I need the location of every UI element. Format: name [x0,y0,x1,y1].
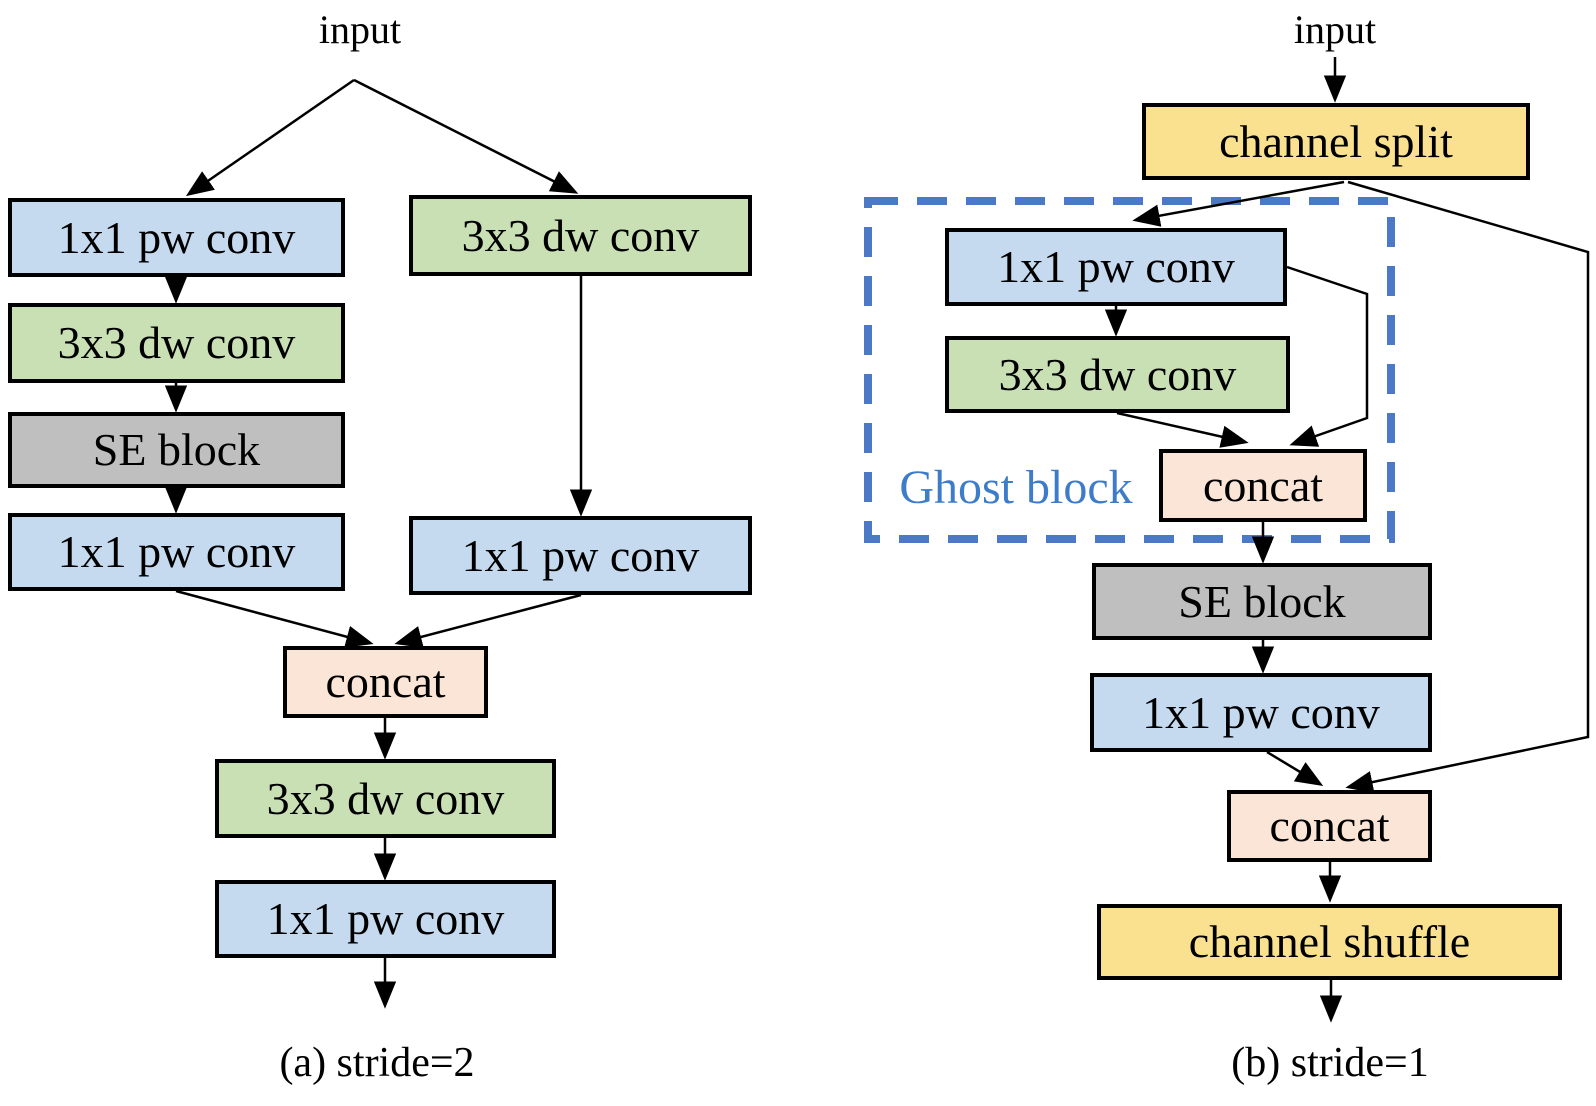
edge-b-ghostpw-skip-ghostconcat [1286,265,1369,447]
ghost-block-label: Ghost block [899,461,1133,514]
panel-b-node-concat: concat [1227,790,1432,862]
panel-a-node-dw-conv-1: 3x3 dw conv [8,303,345,383]
edge-b-split-ghostpw [1132,180,1345,227]
panel-b-node-channel-shuffle: channel shuffle [1097,904,1562,980]
panel-b-input-label: input [1293,7,1377,52]
edge-a-pw2-concat [175,589,374,648]
panel-a-node-pw-conv-2: 1x1 pw conv [8,513,345,591]
panel-b-node-channel-split: channel split [1142,103,1530,180]
edge-a-input-left [185,78,355,197]
panel-a-node-pw-conv-3: 1x1 pw conv [409,516,752,595]
edge-a-input-right [353,78,579,194]
panel-b-caption: (b) stride=1 [1231,1040,1429,1086]
panel-b-node-ghost-concat: concat [1159,449,1367,522]
panel-b-node-ghost-pw-conv: 1x1 pw conv [945,228,1287,306]
panel-a-node-pw-conv-1: 1x1 pw conv [8,198,345,277]
panel-a-node-se-block: SE block [8,412,345,488]
edge-a-pw3-concat [394,593,582,648]
panel-a-node-concat: concat [283,646,488,718]
panel-b-node-se-block: SE block [1092,563,1432,640]
panel-a-input-label: input [318,7,402,52]
panel-a-node-pw-conv-4: 1x1 pw conv [215,880,556,958]
panel-a-caption: (a) stride=2 [279,1040,475,1086]
panel-b-node-ghost-dw-conv: 3x3 dw conv [945,336,1290,413]
panel-a-node-dw-conv-2: 3x3 dw conv [409,195,752,276]
edge-b-split-skip-concat2 [1345,180,1590,794]
panel-b-node-pw-conv: 1x1 pw conv [1090,673,1432,752]
ghost-block-outline [864,197,1395,543]
edge-b-pw-concat2 [1266,750,1324,786]
edge-b-ghostdw-ghostconcat [1116,411,1249,448]
panel-a-node-dw-conv-3: 3x3 dw conv [215,759,556,838]
